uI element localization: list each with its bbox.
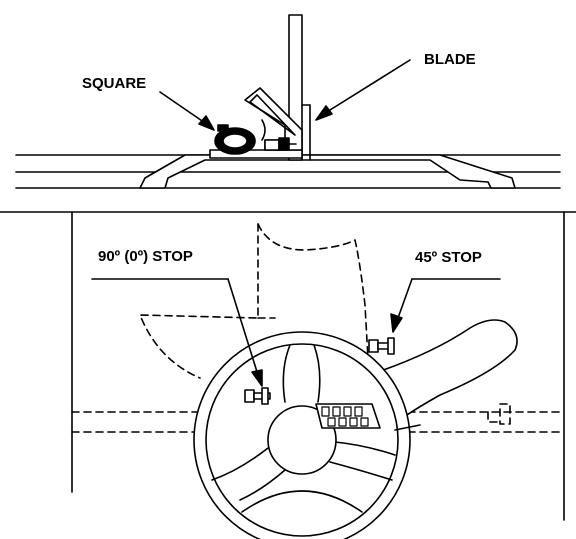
stop-45-label: 45º STOP [415, 249, 482, 266]
stop-90-leader [91, 278, 263, 387]
combination-square [209, 87, 303, 159]
bottom-view: 90º (0º) STOP 45º STOP [0, 211, 576, 539]
stop-90-bolt [244, 387, 271, 405]
square-label: SQUARE [82, 75, 146, 92]
stop-45-bolt [368, 337, 395, 355]
blade-arrow [315, 59, 411, 121]
gear-rack [315, 403, 381, 429]
stop-90-label: 90º (0º) STOP [98, 248, 193, 265]
handwheel [193, 331, 421, 539]
blade-label: BLADE [424, 51, 476, 68]
top-view: SQUARE BLADE [15, 14, 561, 189]
stop-45-leader [390, 278, 501, 333]
square-arrow [159, 91, 215, 131]
throat-plate [139, 154, 516, 189]
tilt-arm [365, 319, 518, 421]
cabinet-outline [0, 211, 576, 521]
